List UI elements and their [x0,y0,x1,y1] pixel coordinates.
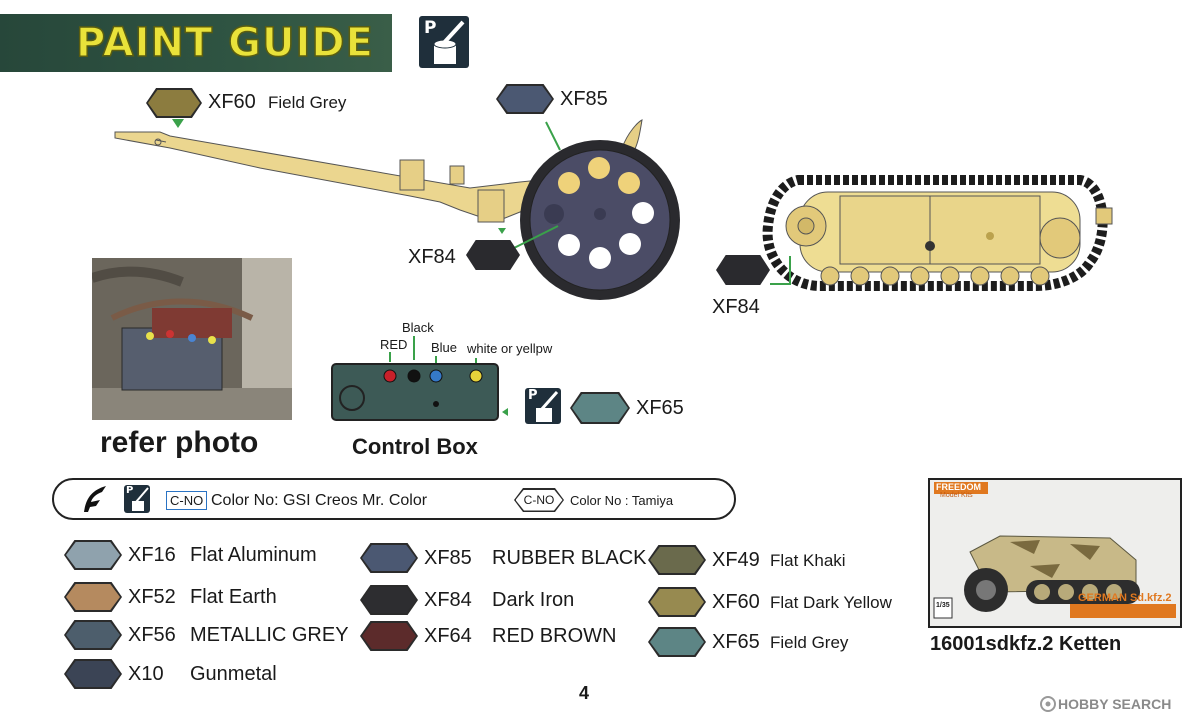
swatch-chip [360,543,418,573]
swatch-code: XF52 [128,586,176,608]
xf84-callout-swatch [466,240,520,270]
tamiya-tag-frame [514,488,564,512]
wire-label-red: RED [380,337,408,352]
swatch-name: Flat Dark Yellow [770,593,892,612]
callout-name: Field Grey [268,93,347,112]
swatch-code: XF65 [712,631,760,653]
swatch-code: XF49 [712,549,760,571]
paint-brush-icon: P [419,16,469,68]
product-caption: 16001sdkfz.2 Ketten [930,633,1122,655]
xf60-callout-swatch [146,88,202,118]
gsi-tag: C-NO [166,491,208,510]
callout-code: XF84 [408,246,456,268]
callout-code: XF65 [636,397,684,419]
swatch-chip [64,620,122,650]
product-box-art: FREEDOM Model Kits 1/35 GERMAN Sd.kfz.2 [928,478,1182,628]
xf85-callout-swatch [496,84,554,114]
swatch-chip [648,627,706,657]
wire-label-blue: Blue [431,340,458,355]
swatch-code: XF85 [424,547,472,569]
control-box-drawing [331,336,508,421]
swatch-name: RUBBER BLACK [492,547,647,569]
swatch-code: XF64 [424,625,472,647]
swatch-chip [360,585,418,615]
swatch-name: Flat Aluminum [190,544,317,566]
swatch-chip [648,545,706,575]
freedom-logo-icon [84,486,106,512]
xf65-callout-swatch [570,392,630,424]
photo-caption: refer photo [100,426,259,459]
callout-code: XF84 [712,296,760,318]
swatch-code: XF56 [128,624,176,646]
tamiya-legend-text: Color No : Tamiya [570,493,674,508]
swatch-code: XF16 [128,544,176,566]
reference-photo [92,258,292,420]
swatch-name: Dark Iron [492,589,575,611]
brand-name: FREEDOM [936,482,981,492]
swatch-chip [64,540,122,570]
tamiya-tag: C-NO [523,493,555,507]
legend-bar [52,478,736,520]
callout-code: XF85 [560,88,608,110]
control-box-caption: Control Box [352,434,478,459]
swatch-chip [64,659,122,689]
swatch-chip [648,587,706,617]
swatch-name: Field Grey [770,633,849,652]
wire-label-black: Black [402,320,434,335]
swatch-code: X10 [128,663,164,685]
watermark: HOBBY SEARCH [1058,696,1172,712]
track-drawing [762,175,1113,291]
swatch-name: Flat Earth [190,586,277,608]
page-number: 4 [579,683,590,703]
box-scale: 1/35 [936,602,950,609]
pointer-arrow-icon [172,119,184,128]
paint-brush-icon: P [124,485,150,513]
brand-sub: Model Kits [940,492,973,499]
swatch-name: Gunmetal [190,663,277,685]
page-title: PAINT GUIDE [75,19,374,67]
box-title: GERMAN Sd.kfz.2 [1078,592,1172,604]
trailer-drawing [114,119,680,300]
title-banner [0,14,392,72]
swatch-name: RED BROWN [492,625,617,647]
callout-code: XF60 [208,91,256,113]
swatch-code: XF60 [712,591,760,613]
swatch-code: XF84 [424,589,472,611]
gsi-legend-text: Color No: GSI Creos Mr. Color [211,492,428,509]
swatch-name: METALLIC GREY [190,624,349,646]
wire-label-white: white or yellpw [467,341,553,356]
swatch-chip [64,582,122,612]
swatch-chip [360,621,418,651]
swatch-name: Flat Khaki [770,551,846,570]
paint-brush-icon: P [525,388,561,424]
xf84-track-swatch [716,255,770,285]
hobbysearch-logo-icon [1040,696,1056,712]
